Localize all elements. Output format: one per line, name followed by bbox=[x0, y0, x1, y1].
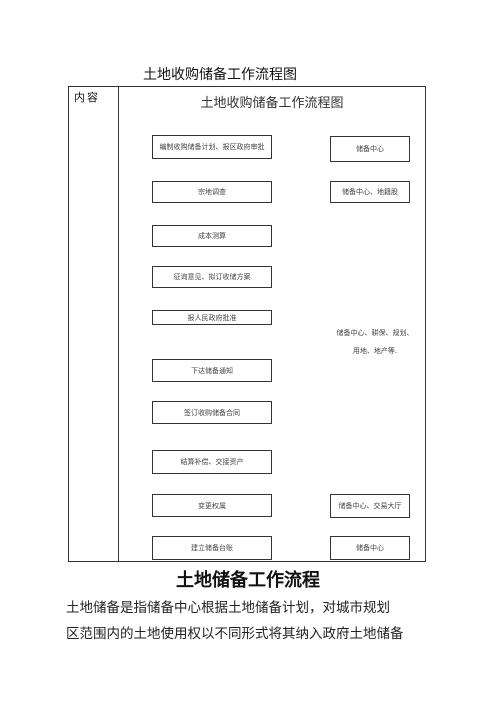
paragraph-line: 土地储备是指储备中心根据土地储备计划，对城市规划 bbox=[66, 600, 390, 616]
step-box: 成本测算 bbox=[152, 225, 272, 247]
responsible-text: 用地、地产等. bbox=[352, 347, 398, 355]
step-box: 编制收购储备计划、报区政府审批 bbox=[152, 135, 272, 159]
responsible-box: 储备中心、交易大厅 bbox=[330, 494, 410, 518]
section-heading: 土地储备工作流程 bbox=[176, 570, 320, 591]
step-box: 下达储备通知 bbox=[152, 359, 272, 382]
step-box: 结算补偿、交接资产 bbox=[152, 450, 272, 474]
column-label: 内容 bbox=[74, 91, 100, 104]
document-title: 土地收购储备工作流程图 bbox=[143, 67, 297, 83]
step-box: 报人民政府批准 bbox=[152, 310, 272, 325]
responsible-box: 储备中心 bbox=[330, 536, 410, 560]
responsible-box: 储备中心 bbox=[330, 136, 410, 162]
responsible-text: 储备中心、耕保、规划、 bbox=[336, 329, 414, 337]
responsible-box: 储备中心、地籍股 bbox=[330, 181, 410, 203]
step-box: 宗地调查 bbox=[152, 181, 272, 203]
flow-chart-title: 土地收购储备工作流程图 bbox=[200, 96, 344, 111]
flow-table bbox=[68, 86, 426, 562]
step-box: 征询意见、拟订收储方案 bbox=[152, 266, 272, 288]
step-box: 变更权属 bbox=[152, 494, 272, 517]
paragraph-line: 区范围内的土地使用权以不同形式将其纳入政府土地储备 bbox=[66, 626, 404, 642]
step-box: 建立储备台账 bbox=[152, 536, 272, 560]
step-box: 签订收购储备合同 bbox=[152, 401, 272, 424]
column-divider bbox=[118, 86, 119, 562]
